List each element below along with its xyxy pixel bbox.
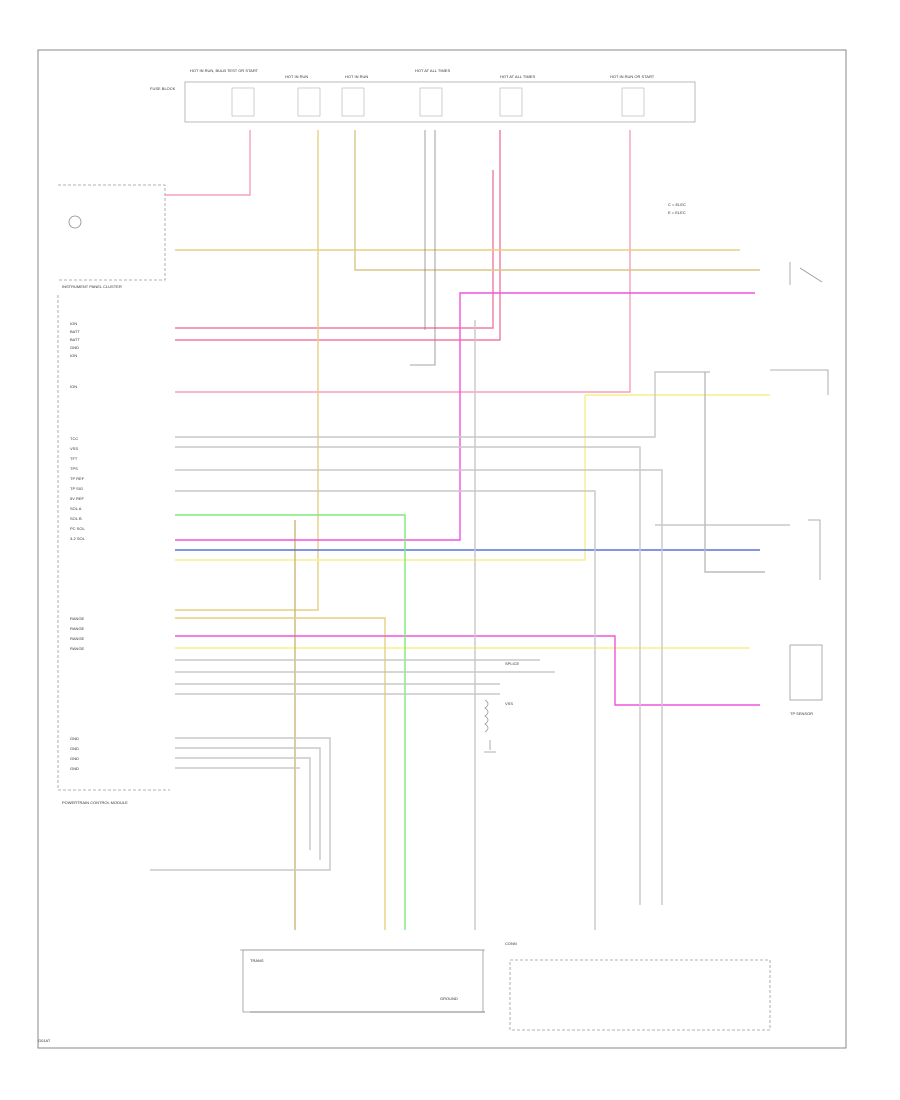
wire-grey-13 bbox=[704, 372, 765, 573]
right-components bbox=[770, 262, 829, 701]
svg-text:VSS: VSS bbox=[505, 701, 513, 706]
wire-pink-2 bbox=[175, 130, 501, 341]
wire-yellow-2 bbox=[175, 394, 770, 561]
ground-symbol bbox=[484, 740, 496, 753]
wire-tan-1 bbox=[175, 130, 319, 611]
wire-grey-3 bbox=[175, 490, 596, 930]
svg-text:3-2 SOL: 3-2 SOL bbox=[70, 536, 86, 541]
fuse-block-label: FUSE BLOCK bbox=[150, 86, 176, 91]
pcm-pin-labels: IGN BATT BATT GND IGN IGN TCC VSS TFT TP… bbox=[70, 321, 86, 771]
fuse-slots bbox=[231, 87, 645, 117]
svg-text:TP SIG: TP SIG bbox=[70, 486, 83, 491]
wire-pink-3 bbox=[175, 130, 631, 393]
wire-grey-8 bbox=[150, 737, 331, 871]
svg-text:IGN: IGN bbox=[70, 321, 77, 326]
svg-text:HOT IN RUN, BULB TEST OR START: HOT IN RUN, BULB TEST OR START bbox=[190, 68, 259, 73]
svg-text:GND: GND bbox=[70, 766, 79, 771]
svg-text:GND: GND bbox=[70, 746, 79, 751]
svg-text:HOT IN RUN OR START: HOT IN RUN OR START bbox=[610, 74, 655, 79]
svg-text:CONN: CONN bbox=[505, 941, 517, 946]
svg-text:TPS: TPS bbox=[70, 466, 78, 471]
svg-text:GROUND: GROUND bbox=[440, 996, 458, 1001]
svg-text:HOT IN RUN: HOT IN RUN bbox=[345, 74, 368, 79]
svg-text:HOT IN RUN: HOT IN RUN bbox=[285, 74, 308, 79]
wires bbox=[150, 130, 790, 930]
svg-text:VSS: VSS bbox=[70, 446, 78, 451]
wire-grey-2 bbox=[175, 446, 641, 905]
svg-text:SPLICE: SPLICE bbox=[505, 661, 520, 666]
svg-text:BATT: BATT bbox=[70, 329, 80, 334]
diagram-border bbox=[37, 49, 847, 1049]
svg-text:E = ELEC: E = ELEC bbox=[668, 210, 686, 215]
wire-pink-1 bbox=[165, 130, 251, 196]
svg-text:IGN: IGN bbox=[70, 353, 77, 358]
svg-text:C = ELEC: C = ELEC bbox=[668, 202, 686, 207]
svg-text:RANGE: RANGE bbox=[70, 636, 85, 641]
cluster-label: INSTRUMENT PANEL CLUSTER bbox=[62, 284, 122, 289]
svg-text:GND: GND bbox=[70, 756, 79, 761]
throttle-sensor-box bbox=[789, 644, 823, 701]
fuse-block: FUSE BLOCK HOT IN RUN, BULB TEST OR STAR… bbox=[150, 68, 696, 123]
wire-tan-3 bbox=[354, 130, 760, 271]
wire-magenta-1 bbox=[175, 292, 755, 541]
fuse-labels: HOT IN RUN, BULB TEST OR START HOT IN RU… bbox=[190, 68, 655, 79]
svg-text:SOL B: SOL B bbox=[70, 516, 82, 521]
wire-dark-2 bbox=[410, 130, 436, 366]
wire-pink-4 bbox=[175, 170, 494, 329]
svg-text:IGN: IGN bbox=[70, 384, 77, 389]
svg-text:5V REF: 5V REF bbox=[70, 496, 85, 501]
powertrain-control-module: POWERTRAIN CONTROL MODULE bbox=[57, 295, 170, 805]
wire-tan-5 bbox=[175, 617, 386, 930]
wire-grey-15 bbox=[175, 469, 663, 905]
svg-text:TFT: TFT bbox=[70, 456, 78, 461]
svg-text:BATT: BATT bbox=[70, 337, 80, 342]
component-labels: TRANS VSS TP SENSOR SPLICE CONN GROUND C… bbox=[250, 202, 813, 1001]
connector-right-1 bbox=[770, 369, 829, 395]
svg-text:RANGE: RANGE bbox=[70, 646, 85, 651]
pcm-label: POWERTRAIN CONTROL MODULE bbox=[62, 800, 128, 805]
svg-text:GND: GND bbox=[70, 345, 79, 350]
wire-grey-1 bbox=[175, 371, 710, 438]
bottom-components bbox=[240, 699, 771, 1031]
svg-text:TP SENSOR: TP SENSOR bbox=[790, 711, 813, 716]
coil-symbol bbox=[484, 699, 489, 733]
corner-code: G01AT bbox=[38, 1038, 51, 1043]
svg-text:SOL A: SOL A bbox=[70, 506, 82, 511]
svg-text:RANGE: RANGE bbox=[70, 626, 85, 631]
svg-text:HOT AT ALL TIMES: HOT AT ALL TIMES bbox=[500, 74, 535, 79]
instrument-panel-cluster: INSTRUMENT PANEL CLUSTER bbox=[58, 184, 166, 289]
connector-right-2 bbox=[808, 519, 821, 580]
svg-text:GND: GND bbox=[70, 736, 79, 741]
wire-grey-9 bbox=[175, 747, 321, 860]
svg-text:TP REF: TP REF bbox=[70, 476, 85, 481]
wire-magenta-2 bbox=[175, 635, 760, 706]
switch-symbol bbox=[789, 262, 823, 285]
wire-green bbox=[175, 514, 406, 930]
svg-text:TRANS: TRANS bbox=[250, 958, 264, 963]
svg-text:TCC: TCC bbox=[70, 436, 78, 441]
svg-text:HOT AT ALL TIMES: HOT AT ALL TIMES bbox=[415, 68, 450, 73]
svg-text:RANGE: RANGE bbox=[70, 616, 85, 621]
wire-grey-10 bbox=[175, 757, 311, 850]
svg-text:PC SOL: PC SOL bbox=[70, 526, 85, 531]
